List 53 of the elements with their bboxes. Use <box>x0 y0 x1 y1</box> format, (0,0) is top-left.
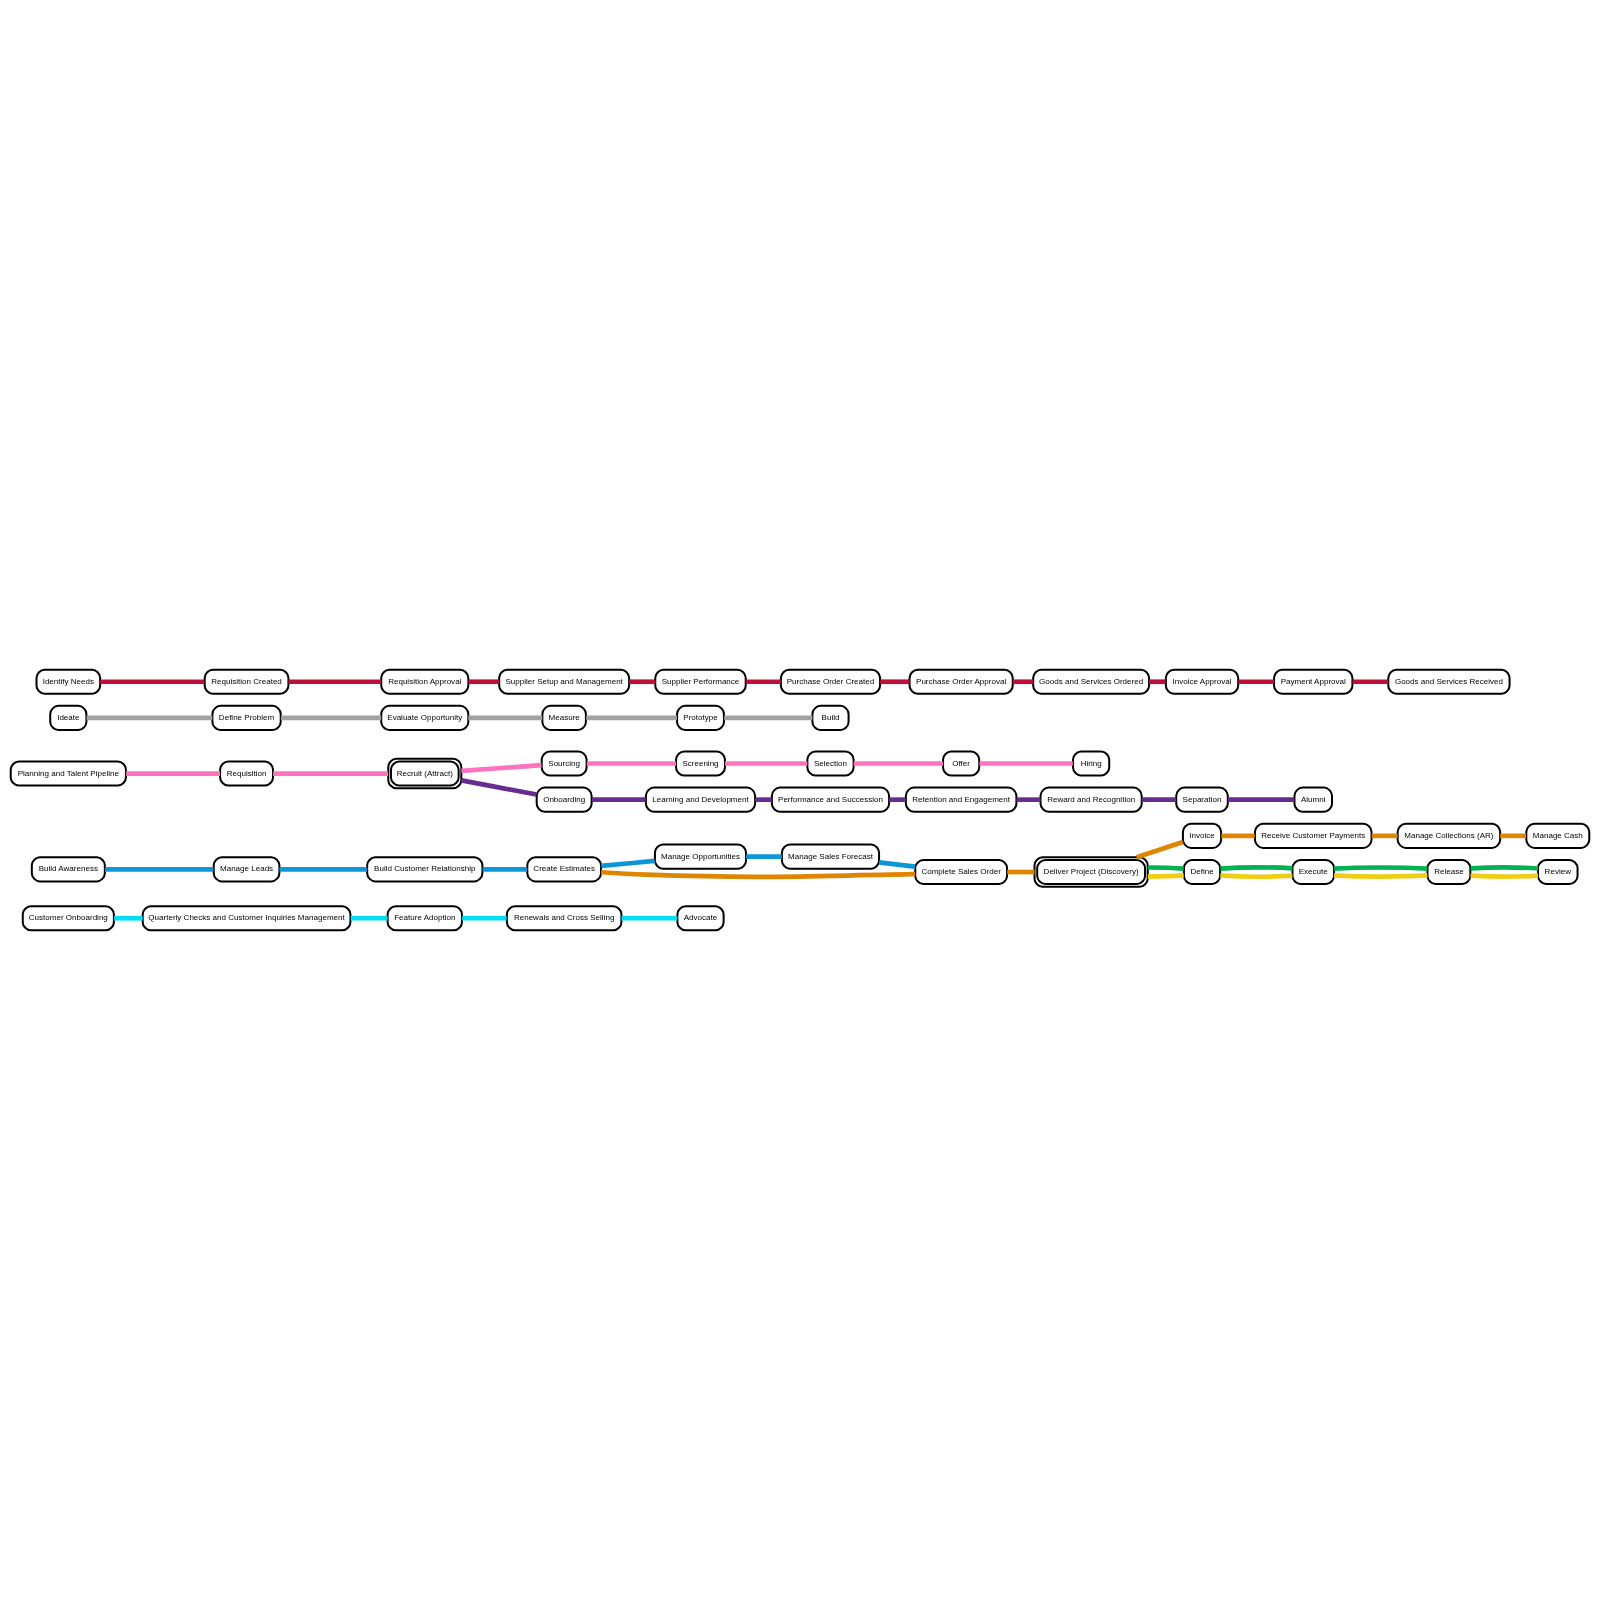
connector <box>621 915 678 921</box>
connector <box>1012 679 1034 685</box>
connector <box>725 761 808 766</box>
connector <box>1007 869 1035 875</box>
connector <box>1221 833 1255 839</box>
connector <box>880 679 910 685</box>
connector <box>1333 873 1428 879</box>
connector <box>1238 679 1275 685</box>
connector <box>1470 873 1539 879</box>
connector <box>600 869 916 880</box>
connector <box>1500 833 1527 839</box>
connector <box>1371 833 1398 839</box>
connector <box>889 797 906 802</box>
connector <box>350 915 388 921</box>
connector <box>853 761 943 766</box>
connector <box>288 679 381 685</box>
connector <box>629 679 656 685</box>
connector <box>1016 797 1041 802</box>
connector <box>462 915 507 921</box>
connector <box>586 715 677 721</box>
connector <box>1352 679 1389 685</box>
connector <box>1141 797 1176 802</box>
connector <box>591 797 646 802</box>
connector <box>755 797 772 802</box>
connector <box>878 860 916 869</box>
connector <box>468 715 543 721</box>
connector <box>460 778 537 797</box>
connector <box>1227 797 1295 802</box>
connector <box>600 858 655 869</box>
connector <box>724 715 813 721</box>
connector <box>273 771 388 776</box>
connector <box>100 679 205 685</box>
connector <box>586 761 677 766</box>
connector <box>1135 839 1184 860</box>
connector <box>126 771 220 776</box>
connector <box>1470 865 1539 871</box>
connector <box>1147 865 1184 871</box>
connector <box>86 715 213 721</box>
connector <box>280 715 382 721</box>
connector <box>1220 865 1293 871</box>
connector <box>746 854 782 859</box>
connector <box>468 679 500 685</box>
connector <box>105 867 214 872</box>
connector <box>279 867 368 872</box>
connector <box>461 762 542 774</box>
connector <box>979 761 1073 766</box>
connector <box>1220 873 1293 879</box>
connector <box>482 867 528 872</box>
connector <box>1147 873 1184 879</box>
connector <box>114 915 143 921</box>
connector <box>1333 865 1428 872</box>
connector <box>745 679 781 685</box>
connector <box>1149 679 1166 685</box>
